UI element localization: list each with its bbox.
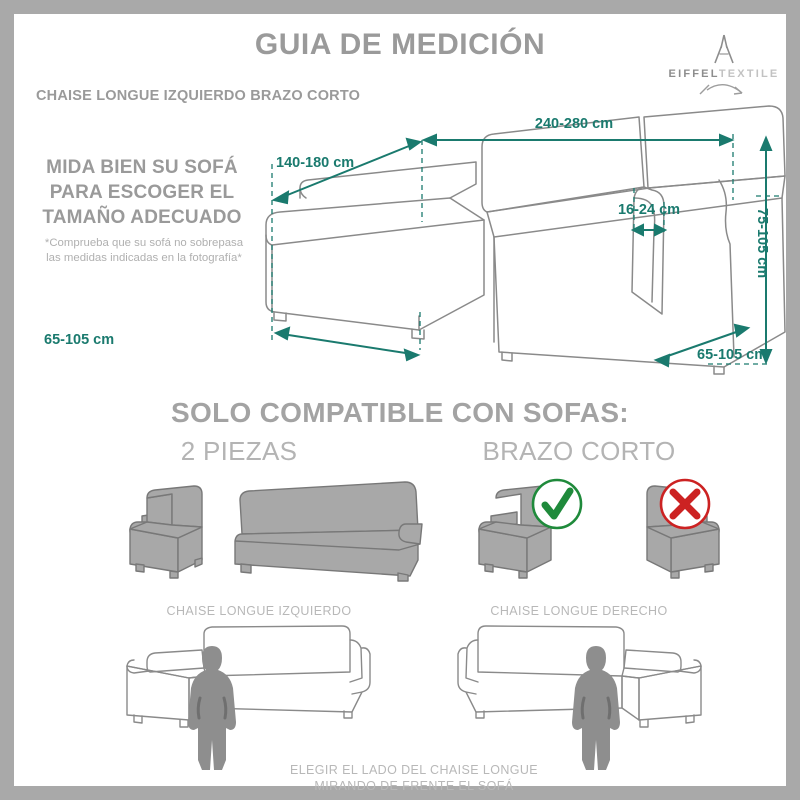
dimension-chaise-depth: 140-180 cm [276,155,355,171]
seat-depth-arrow [653,323,751,368]
dimension-extension-lines [271,134,782,365]
brazo-corto-icons [478,478,720,579]
product-subtitle: CHAISE LONGUE IZQUIERDO BRAZO CORTO [36,88,361,104]
sofa-outline-right [457,625,702,728]
dimension-sofa-height: 75-105 cm [754,208,770,279]
measure-heading: MIDA BIEN SU SOFÁ PARA ESCOGER EL TAMAÑO… [18,155,266,230]
orientation-footer-line2: MIRANDO DE FRENTE EL SOFÁ [314,779,514,793]
measure-heading-line3: TAMAÑO ADECUADO [42,207,242,228]
person-silhouette-left [188,646,236,770]
sofa-outline-left [126,625,371,728]
logo-text-eiffel: EIFFEL [668,68,719,80]
dimension-chaise-width: 65-105 cm [44,332,115,348]
compatibility-option-brazo-corto: BRAZO CORTO [482,436,676,466]
dimension-arm-width: 16-24 cm [618,202,680,218]
orientation-diagram-right [457,625,702,770]
measure-note-line2: las medidas indicadas en la fotografía* [46,252,242,264]
orientation-footer-line1: ELEGIR EL LADO DEL CHAISE LONGUE [289,763,539,777]
valid-check-icon [531,478,583,530]
chaise-piece-icon [129,485,203,579]
compatible-sofa-icons [129,481,423,582]
three-seater-sofa-icon [234,481,423,582]
measure-heading-line2: PARA ESCOGER EL [49,182,235,203]
person-silhouette-right [572,646,620,770]
caption-chaise-derecho: CHAISE LONGUE DERECHO [490,604,668,618]
sofa-measurement-diagram: 240-280 cm 16-24 cm [265,105,786,375]
invalid-cross-icon [659,478,711,530]
compatibility-option-2-piezas: 2 PIEZAS [180,436,298,466]
measure-note-line1: *Comprueba que su sofá no sobrepasa [44,237,244,249]
compatibility-title: SOLO COMPATIBLE CON SOFAS: [171,397,629,428]
logo-wordmark: EIFFELTEXTILE [664,68,784,80]
brazo-corto-invalid-sofa-icon [646,485,720,579]
dimension-seat-depth: 65-105 cm [697,347,768,363]
measure-note: *Comprueba que su sofá no sobrepasa las … [18,236,270,266]
eiffel-tower-icon [699,34,743,95]
dimension-arrows [271,133,773,365]
measure-heading-line1: MIDA BIEN SU SOFÁ [46,157,238,178]
eiffel-textile-logo: EIFFELTEXTILE [664,32,784,110]
page-title: GUIA DE MEDICIÓN [254,28,546,61]
dimension-sofa-width: 240-280 cm [535,116,613,132]
guide-frame: GUIA DE MEDICIÓN CHAISE LONGUE IZQUIERDO… [14,14,786,793]
caption-chaise-izquierdo: CHAISE LONGUE IZQUIERDO [166,604,352,618]
orientation-footer: ELEGIR EL LADO DEL CHAISE LONGUE MIRANDO… [214,762,614,794]
logo-text-textile: TEXTILE [718,68,780,80]
orientation-diagram-left [126,625,371,770]
sofa-outline [265,105,786,375]
